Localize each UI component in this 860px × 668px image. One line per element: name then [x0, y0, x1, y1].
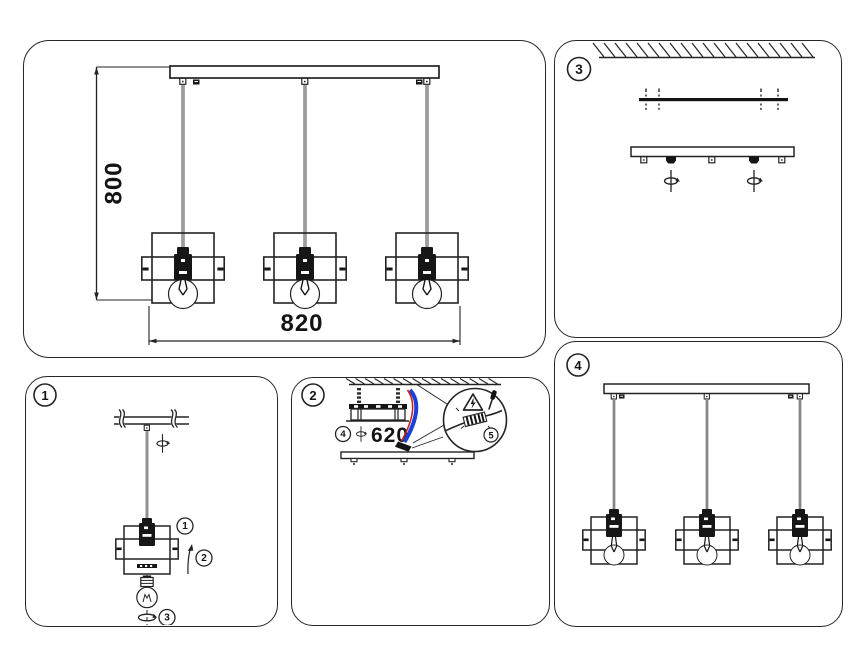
ceiling-hatch [345, 378, 501, 386]
cord-grip [796, 393, 803, 400]
pendant-lamp [675, 508, 739, 566]
screw-turn-icon [663, 169, 681, 193]
panel-step-2: 2 4 [291, 377, 550, 626]
panel-number-badge: 1 [33, 383, 57, 407]
step-number: 2 [201, 553, 207, 564]
panel-step-4: 4 [554, 341, 843, 627]
suspension-cords [612, 399, 802, 510]
bulb-turn-icon [137, 613, 158, 622]
panel-number-badge: 3 [566, 56, 592, 82]
screw-spacing-label: 620 [371, 424, 409, 447]
mounting-bracket [639, 88, 788, 111]
wire-blue [402, 388, 419, 444]
canopy-bar [169, 65, 440, 85]
cord-grip [179, 77, 187, 85]
panel-step-3: 3 [554, 40, 842, 338]
panel-number: 4 [574, 358, 582, 373]
screw-turn-icon [746, 169, 764, 193]
cord-grip [640, 156, 648, 164]
step-2-badge: 2 [195, 549, 213, 567]
cord-grip [703, 393, 710, 400]
mounting-nut [749, 156, 759, 164]
panel-number: 1 [41, 388, 48, 403]
cord-grip [708, 156, 716, 164]
step-2-arrow [187, 544, 194, 575]
step-number: 4 [340, 429, 346, 440]
canopy-bar [630, 146, 795, 164]
canopy-bar [603, 383, 810, 400]
step-4-badge: 4 [334, 425, 352, 443]
dimension-height: 800 [94, 66, 170, 301]
terminal-block [462, 411, 488, 428]
wire-red [400, 389, 414, 442]
pendant-shade [115, 517, 179, 575]
wire-connector [395, 441, 412, 452]
cord-grip [778, 156, 786, 164]
canopy-bar [340, 451, 475, 465]
step-1-badge: 1 [176, 517, 194, 535]
bulb-icon [136, 575, 158, 609]
step-3-badge: 3 [158, 608, 176, 625]
panel-number-badge: 2 [301, 383, 325, 407]
cord-grip [143, 424, 150, 431]
suspension-cords [181, 85, 429, 247]
mounting-bracket [346, 404, 409, 422]
cord-grip [610, 393, 617, 400]
cord-grip [301, 77, 309, 85]
screw-turn-icon [355, 425, 368, 443]
step-number: 1 [182, 521, 188, 532]
bar-section [114, 408, 189, 431]
mounting-nut [666, 156, 676, 164]
break-symbol [118, 409, 179, 428]
leader-line [411, 436, 444, 449]
panel-number: 2 [309, 388, 316, 403]
step-5-badge: 5 [483, 427, 499, 443]
main-dimension-panel: 800 820 [23, 40, 546, 358]
step-number: 3 [164, 613, 170, 624]
screw-turn-icon [156, 433, 171, 454]
panel-number-badge: 4 [566, 353, 590, 377]
pendant-lamp [768, 508, 832, 566]
high-voltage-warning-icon [462, 393, 484, 411]
pendant-lamp [582, 508, 646, 566]
screwdriver-icon [488, 390, 497, 410]
width-dim-label: 820 [280, 310, 323, 337]
ceiling-hatch [592, 42, 815, 59]
step-number: 5 [488, 431, 493, 441]
panel-number: 3 [575, 62, 583, 77]
leader-line [412, 424, 445, 444]
height-dim-label: 800 [101, 161, 128, 204]
leader-line [415, 383, 448, 405]
dimension-width: 820 [148, 306, 461, 345]
cord-grip [423, 77, 431, 85]
wiring-detail-bubble: 5 [442, 387, 508, 453]
panel-step-1: 1 [25, 376, 278, 627]
